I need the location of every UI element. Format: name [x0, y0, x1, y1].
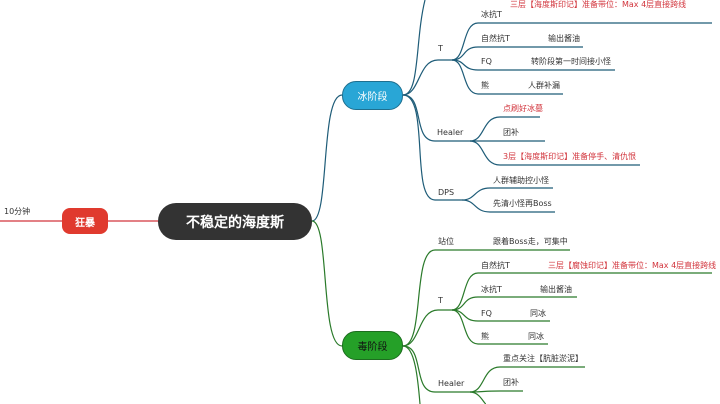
poison-position-label: 站位 [438, 237, 454, 246]
root-node[interactable]: 不稳定的海度斯 [158, 203, 312, 240]
ice-healer-item: 点刷好冰墓 [503, 104, 543, 113]
poison-t-role: 自然抗T [481, 261, 510, 270]
ice-t-label: T [438, 44, 443, 53]
poison-healer-item: 重点关注【肮脏淤泥】 [503, 354, 583, 363]
ice-t-note: 人群补漏 [528, 81, 560, 90]
poison-t-note: 同冰 [530, 309, 546, 318]
ice-t-note: 转阶段第一时间接小怪 [531, 57, 611, 66]
ice-t-role: FQ [481, 57, 492, 66]
ice-dps-label: DPS [438, 188, 455, 197]
poison-t-role: FQ [481, 309, 492, 318]
poison-t-note: 同冰 [528, 332, 544, 341]
rage-node[interactable]: 狂暴 [62, 208, 108, 234]
ice-healer-item: 团补 [503, 128, 519, 137]
poison-t-note: 输出酱油 [540, 285, 572, 294]
ice-healer-item: 3层【海度斯印记】准备停手、清仇恨 [503, 152, 637, 161]
time-label: 10分钟 [4, 207, 31, 216]
poison-healer-item: 团补 [503, 378, 519, 387]
ice-phase-node[interactable]: 冰阶段 [342, 81, 403, 110]
poison-position-note: 跟着Boss走，可集中 [493, 237, 568, 246]
poison-t-role: 熊 [481, 332, 489, 341]
poison-t-note: 三层【腐蚀印记】准备带位：Max 4层直接跨线 [548, 261, 717, 270]
ice-healer-label: Healer [437, 128, 464, 137]
ice-t-role: 冰抗T [481, 10, 502, 19]
ice-t-note: 输出酱油 [548, 34, 580, 43]
poison-t-role: 冰抗T [481, 285, 502, 294]
poison-healer-label: Healer [438, 379, 465, 388]
poison-t-label: T [438, 296, 443, 305]
ice-dps-item: 人群辅助控小怪 [493, 176, 549, 185]
ice-t-note: 三层【海度斯印记】准备带位：Max 4层直接跨线 [510, 0, 687, 9]
poison-phase-node[interactable]: 毒阶段 [342, 331, 403, 360]
ice-t-role: 自然抗T [481, 34, 510, 43]
ice-dps-item: 先清小怪再Boss [493, 199, 552, 208]
ice-t-role: 熊 [481, 81, 489, 90]
